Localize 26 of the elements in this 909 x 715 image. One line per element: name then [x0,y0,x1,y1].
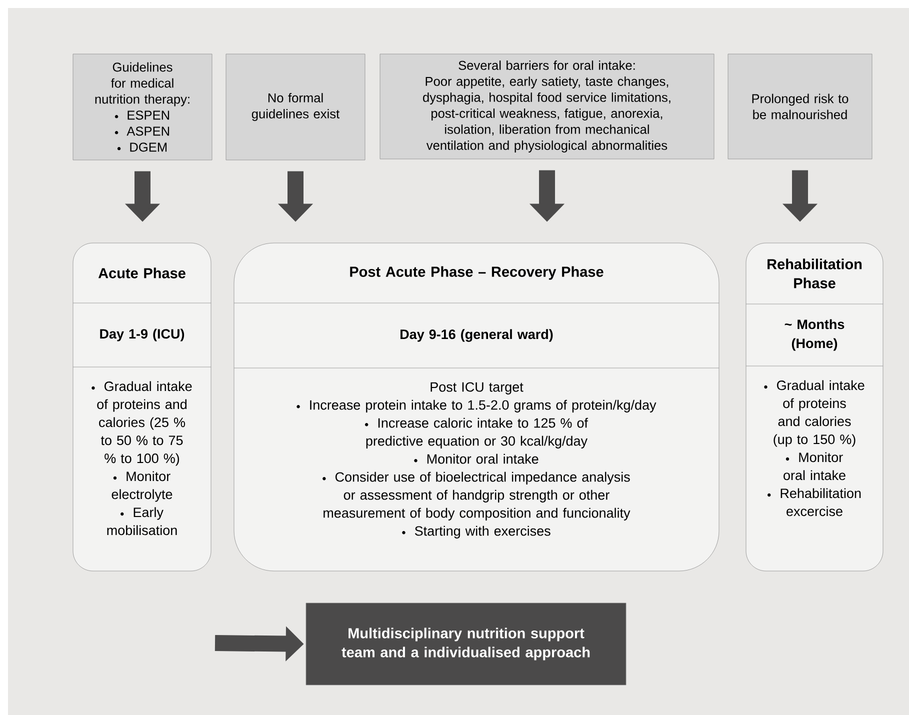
phase-panel [72,242,212,572]
bullet-item: Monitor electrolyte [112,471,172,502]
bullet-item: Monitor oral intake [414,454,538,464]
bullet-item: Starting with exercises [402,526,550,538]
phase-heading: Rehabilitation Phase [768,258,862,288]
bullet-item: Gradual intake of proteins and calories (25 % to 50 % to 75 % to 100 %) [92,381,192,466]
bullet-item: Early mobilisation [107,507,177,536]
bullet-item: Consider use of bioelectrical impedance analysis or assessment of handgrip strength or other measurement of body composition and funcionality [322,472,630,520]
time-label: Day 1-9 (ICU) [100,328,184,342]
phase-panel [234,242,720,572]
info-box: Several barriers for oral intake: Poor appetite, early satiety, taste changes, dysphagia, hospital food service limitations, post-critical weakness, fatigue, anorexia, isolation, liberation from mechanical ventilation and physiological abnormalities [380,54,714,160]
bullet-item: Gradual intake of proteins and calories (up to 150 %) [764,380,864,447]
info-box: Prolonged risk to be malnourished [728,54,872,160]
bullet-item: Increase caloric intake to 125 % of predictive equation or 30 kcal/kg/day [364,418,588,448]
phase-heading: Post Acute Phase – Recovery Phase [350,266,604,280]
info-box: No formal guidelines exist [226,54,366,160]
phase-heading: Acute Phase [98,268,186,278]
bullet-item: Monitor oral intake [784,452,846,480]
phase-panel [746,242,884,572]
summary-box: Multidisciplinary nutrition support team and a individualised approach [306,602,626,686]
time-label: ~ Months (Home) [784,319,844,351]
bullet-item: Rehabilitation excercise [768,488,861,516]
body-heading: Post ICU target [430,382,524,394]
info-box: Guidelines for medical nutrition therapy: ESPEN ASPEN DGEM [72,54,212,160]
bullet-item: Increase protein intake to 1.5-2.0 grams of protein/kg/day [296,400,656,412]
time-label: Day 9-16 (general ward) [400,329,553,342]
